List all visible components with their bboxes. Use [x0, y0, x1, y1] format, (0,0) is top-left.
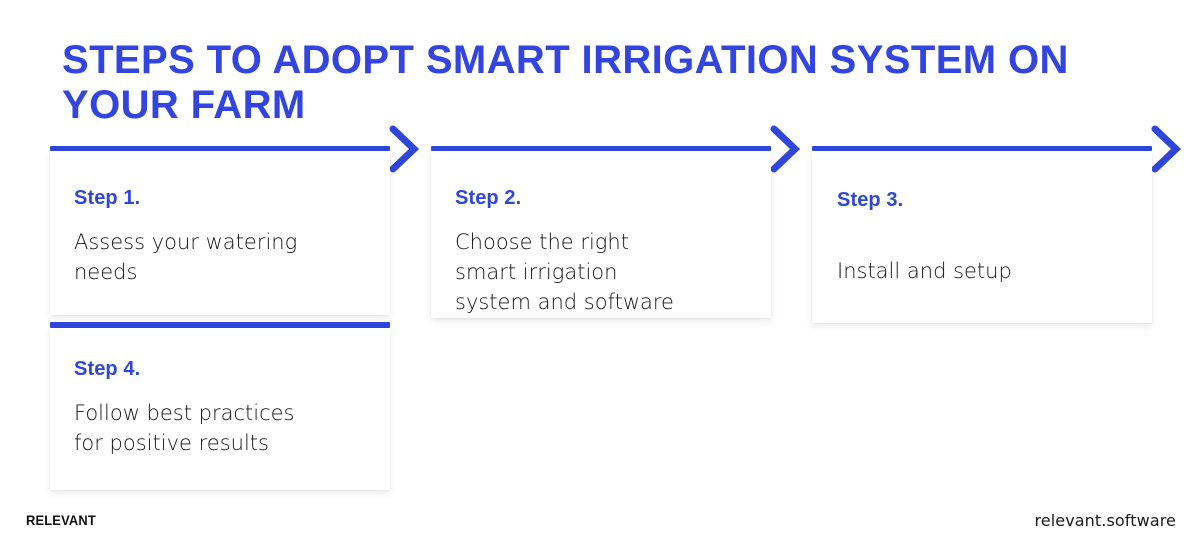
website-url[interactable]: relevant.software — [1034, 511, 1176, 530]
flow-rule-step-2 — [431, 146, 771, 151]
step-body-2: Choose the right smart irrigation system… — [455, 230, 674, 315]
step-label-1: Step 1. — [74, 187, 141, 209]
arrow-right-icon — [389, 125, 420, 173]
step-card-4[interactable]: Step 4. Follow best practices for positi… — [50, 328, 390, 490]
brand-logo-text: RELEVANT — [26, 512, 96, 528]
arrow-right-icon — [1151, 125, 1182, 173]
step-label-4: Step 4. — [74, 358, 141, 380]
step-card-3[interactable]: Step 3. Install and setup — [812, 151, 1152, 323]
step-label-2: Step 2. — [455, 187, 522, 209]
flow-rule-step-3 — [812, 146, 1152, 151]
flow-rule-step-4 — [50, 322, 390, 328]
step-card-1[interactable]: Step 1. Assess your watering needs — [50, 151, 390, 315]
step-body-1: Assess your watering needs — [74, 230, 298, 285]
step-body-3: Install and setup — [837, 259, 1012, 283]
arrow-right-icon — [770, 125, 801, 173]
step-body-4: Follow best practices for positive resul… — [74, 401, 295, 456]
page-title: Steps to adopt smart irrigation system o… — [62, 38, 1069, 127]
flow-rule-step-1 — [50, 146, 390, 151]
step-card-2[interactable]: Step 2. Choose the right smart irrigatio… — [431, 151, 771, 318]
step-label-3: Step 3. — [837, 189, 904, 211]
